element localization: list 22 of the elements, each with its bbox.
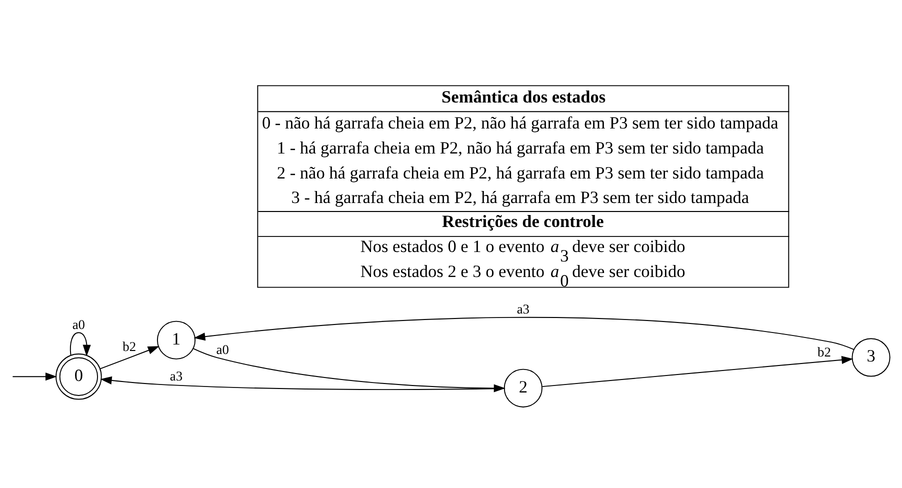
- node-circle: 3: [852, 338, 890, 376]
- arrow: [194, 316, 854, 350]
- edge-label: a3: [170, 368, 183, 384]
- edge-label: a0: [216, 341, 229, 356]
- node-circle: 0: [56, 352, 102, 400]
- node-circle: 1: [156, 320, 196, 359]
- label: 2 - não há garrafa cheia em P2, há garrafa em P3 sem ter sido tampada: [276, 162, 764, 182]
- arrow: [100, 346, 160, 369]
- edge-label: a3: [516, 300, 530, 316]
- edge-label: a0: [72, 316, 86, 332]
- label: Restrições de controle: [442, 212, 604, 231]
- arrow: [100, 376, 504, 390]
- arrow: [12, 372, 57, 380]
- arrow: [70, 332, 91, 356]
- edge-label: b2: [122, 338, 136, 354]
- label: 3 - há garrafa cheia em P2, há garrafa em P3 sem ter sido tampada: [291, 188, 750, 207]
- label: 1 - há garrafa cheia em P2, não há garrafa em P3 sem ter sido tampada: [276, 138, 764, 157]
- label: Semântica dos estados: [442, 86, 606, 106]
- node-circle: 2: [504, 368, 542, 407]
- arrow: [542, 355, 854, 387]
- label: 0 - não há garrafa cheia em P2, não há garrafa em P3 sem ter sido tampada: [262, 112, 778, 132]
- edge-label: b2: [817, 344, 831, 360]
